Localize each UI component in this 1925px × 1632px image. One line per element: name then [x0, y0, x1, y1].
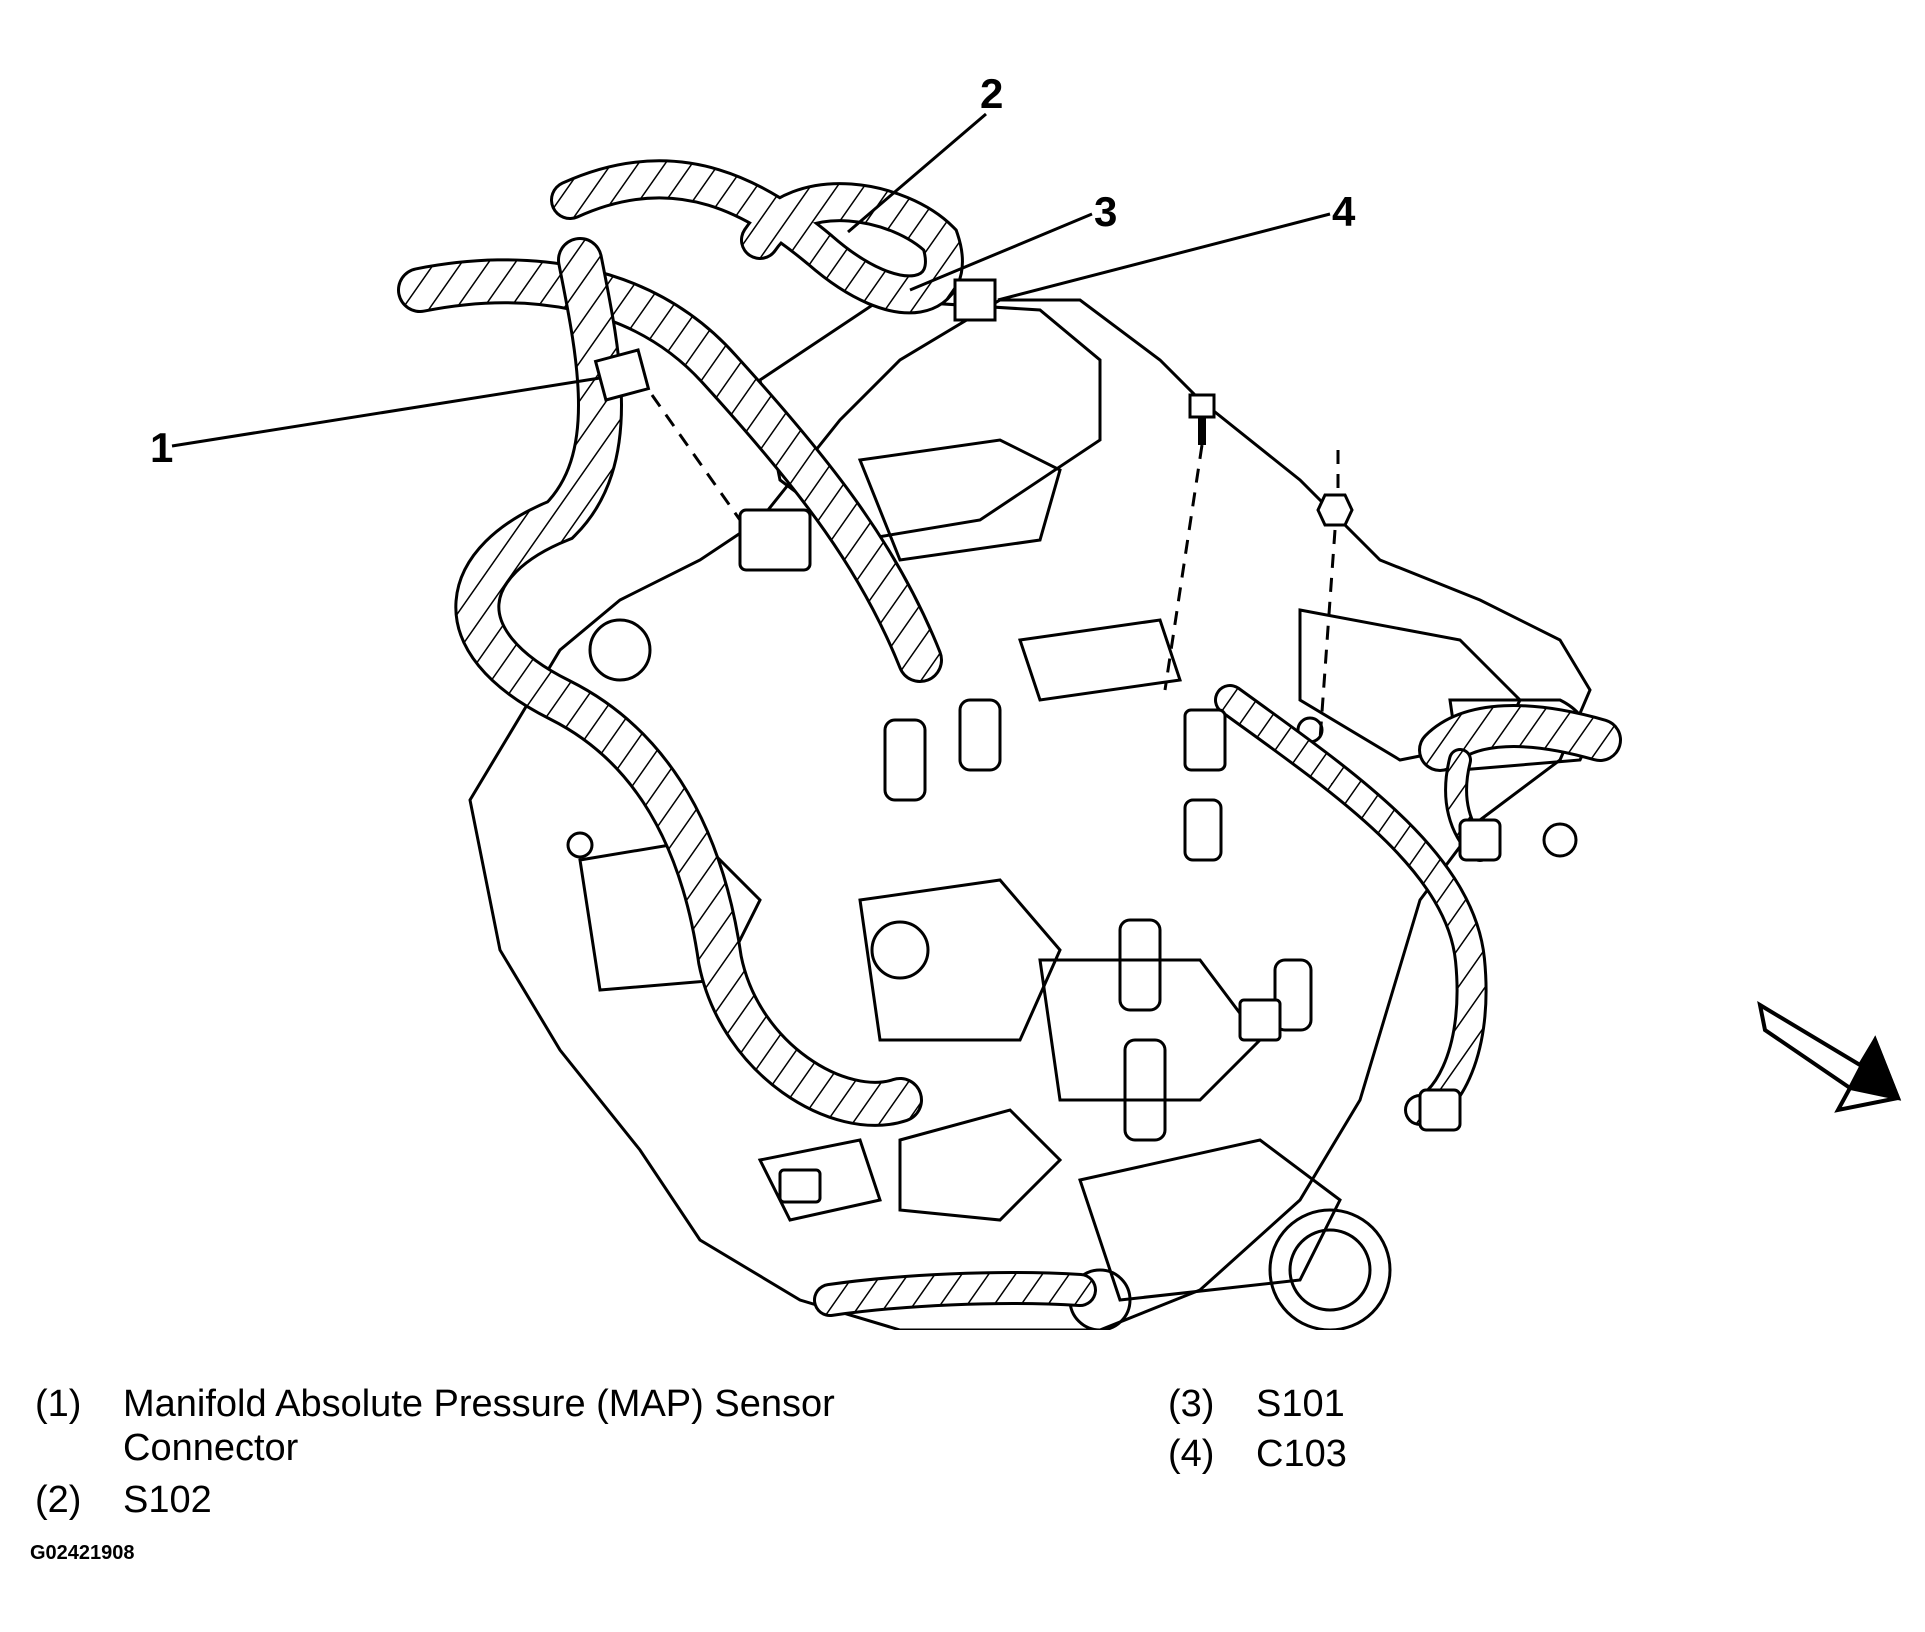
leader-4 — [997, 212, 1331, 302]
connectors — [593, 278, 1502, 1204]
legend-item-2: (2) S102 — [35, 1478, 212, 1522]
callout-2: 2 — [980, 70, 1003, 117]
callout-3: 3 — [1094, 188, 1117, 235]
legend-item-4: (4) C103 — [1168, 1432, 1347, 1476]
legend-num: (2) — [35, 1479, 82, 1521]
wire-harness — [397, 159, 1622, 1317]
c103-connector — [953, 278, 997, 322]
figure-id: G02421908 — [30, 1542, 135, 1564]
map-sensor-connector — [593, 348, 651, 402]
callout-leaders — [171, 112, 1331, 448]
legend-text: Manifold Absolute Pressure (MAP) Sensor — [123, 1383, 835, 1425]
bolt-icon — [1188, 393, 1216, 419]
map-sensor — [738, 508, 812, 572]
callout-4: 4 — [1332, 188, 1356, 235]
legend-text: S101 — [1256, 1383, 1345, 1425]
legend-text: C103 — [1256, 1433, 1347, 1475]
legend-text-cont: Connector — [123, 1427, 299, 1469]
legend-num: (4) — [1168, 1433, 1215, 1475]
legend-text: S102 — [123, 1479, 212, 1521]
callout-labels: 1 2 3 4 — [150, 70, 1356, 471]
legend-item-1: (1) Manifold Absolute Pressure (MAP) Sens… — [35, 1382, 835, 1470]
nut-icon — [1316, 493, 1354, 527]
leader-3 — [909, 212, 1093, 292]
engine-harness-diagram: 1 2 3 4 — [150, 70, 1902, 1330]
callout-1: 1 — [150, 424, 173, 471]
engine-body — [468, 298, 1592, 1330]
legend-num: (3) — [1168, 1383, 1215, 1425]
legend-item-3: (3) S101 — [1168, 1382, 1345, 1426]
leader-2 — [847, 112, 987, 234]
arrow-down-right-icon — [1757, 1000, 1902, 1113]
fasteners — [650, 393, 1354, 741]
leader-1 — [171, 376, 601, 448]
legend-num: (1) — [35, 1383, 82, 1425]
